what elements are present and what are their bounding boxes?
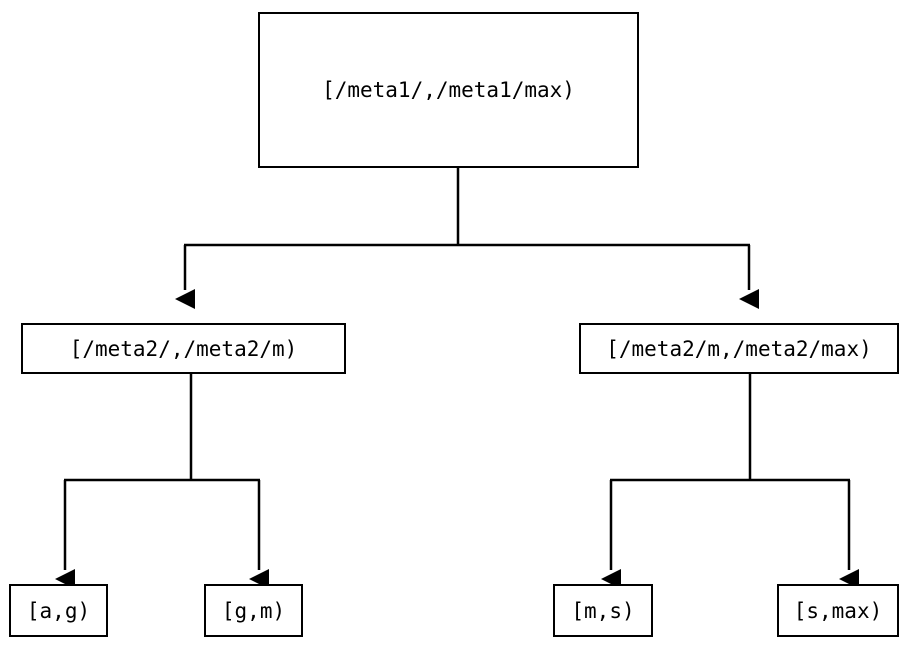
tree-node-root-label: [/meta1/,/meta1/max) [322, 78, 575, 102]
tree-node-mid-left[interactable]: [/meta2/,/meta2/m) [21, 323, 346, 374]
edge-root-split [184, 168, 750, 247]
tree-node-root[interactable]: [/meta1/,/meta1/max) [258, 12, 639, 168]
edge-mid-left-split [64, 374, 260, 482]
tree-node-mid-right[interactable]: [/meta2/m,/meta2/max) [579, 323, 899, 374]
tree-node-leaf-smax[interactable]: [s,max) [777, 584, 899, 637]
tree-node-leaf-smax-label: [s,max) [793, 598, 883, 623]
tree-node-leaf-ag-label: [a,g) [26, 598, 91, 623]
tree-node-leaf-ms[interactable]: [m,s) [553, 584, 653, 637]
tree-node-mid-right-label: [/meta2/m,/meta2/max) [606, 336, 872, 361]
tree-node-leaf-gm-label: [g,m) [221, 598, 286, 623]
tree-node-mid-left-label: [/meta2/,/meta2/m) [69, 336, 298, 361]
tree-node-leaf-gm[interactable]: [g,m) [204, 584, 303, 637]
tree-node-leaf-ag[interactable]: [a,g) [9, 584, 108, 637]
edge-mid-right-split [610, 374, 850, 482]
tree-node-leaf-ms-label: [m,s) [571, 598, 635, 623]
